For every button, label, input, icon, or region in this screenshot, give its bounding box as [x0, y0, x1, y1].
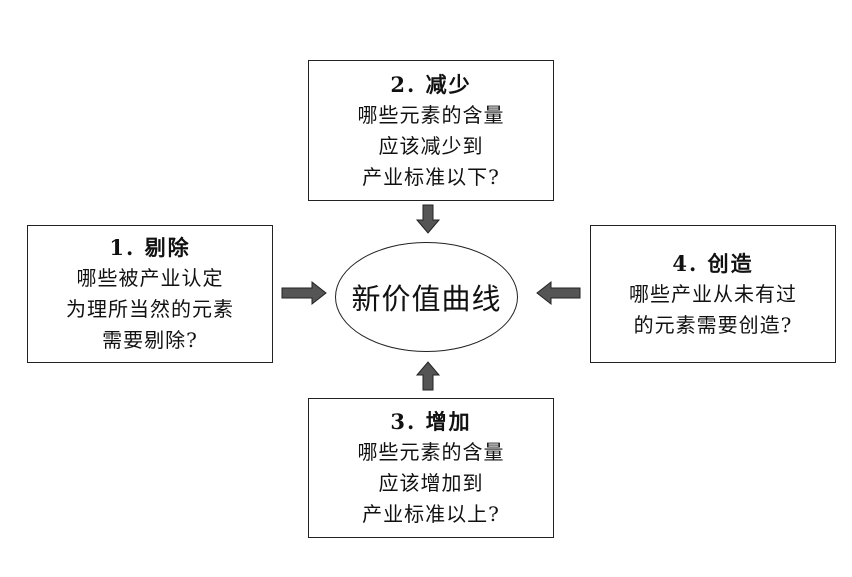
raise-line: 产业标准以上?: [362, 502, 500, 526]
arrow-up-icon: [415, 361, 441, 391]
reduce-box: 2. 减少 哪些元素的含量 应该减少到 产业标准以下?: [308, 60, 554, 201]
reduce-title: 2. 减少: [390, 71, 472, 97]
raise-title: 3. 增加: [390, 409, 472, 434]
eliminate-line: 为理所当然的元素: [66, 297, 234, 321]
arrow-left-icon: [536, 280, 581, 306]
new-value-curve-ellipse: 新价值曲线: [335, 242, 518, 352]
raise-line: 应该增加到: [378, 471, 484, 495]
eliminate-box: 1. 剔除 哪些被产业认定 为理所当然的元素 需要剔除?: [27, 225, 273, 363]
center-label: 新价值曲线: [351, 282, 502, 316]
arrow-right-icon: [281, 280, 327, 306]
reduce-line: 应该减少到: [378, 133, 484, 158]
create-title: 4. 创造: [672, 250, 754, 276]
eliminate-title: 1. 剔除: [109, 235, 191, 260]
create-box: 4. 创造 哪些产业从未有过 的元素需要创造?: [590, 225, 836, 363]
eliminate-line: 哪些被产业认定: [76, 266, 224, 290]
create-line: 哪些产业从未有过: [629, 281, 797, 306]
arrow-down-icon: [415, 204, 441, 234]
eliminate-line: 需要剔除?: [102, 328, 198, 352]
create-line: 的元素需要创造?: [633, 312, 793, 337]
reduce-line: 产业标准以下?: [362, 164, 500, 189]
reduce-line: 哪些元素的含量: [357, 102, 505, 127]
raise-box: 3. 增加 哪些元素的含量 应该增加到 产业标准以上?: [308, 398, 554, 538]
raise-line: 哪些元素的含量: [357, 440, 505, 464]
